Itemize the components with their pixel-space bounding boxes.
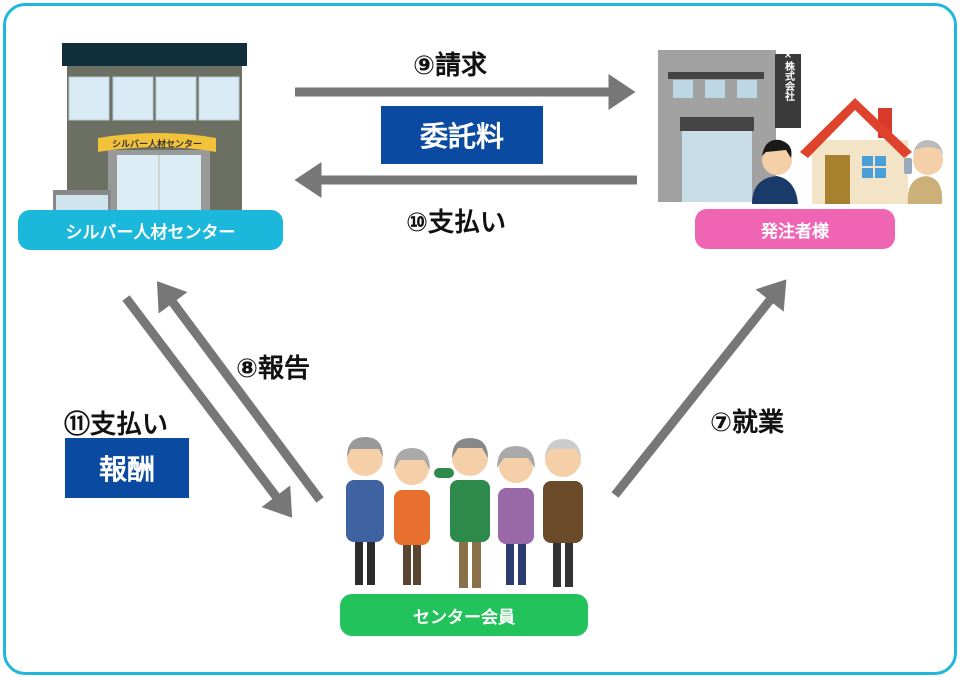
arrow-payment-to-members [122,295,293,518]
member-figure [497,446,535,585]
company-building-icon: ○×株式会社 [658,39,801,202]
members-label: センター会員 [340,594,588,636]
client-label: 発注者様 [695,209,895,249]
center-members-group-icon [346,437,583,588]
diagram-frame [3,3,957,675]
silver-center-label: シルバー人材センター [18,210,283,250]
house-icon [800,98,912,204]
arrow-work [611,279,787,498]
member-figure [543,439,583,587]
invoice-step-label: ⑨請求 [413,51,488,81]
member-figure [346,437,384,585]
member-figure [394,448,430,585]
member-figure [434,438,490,588]
commission-fee-box: 委託料 [381,106,543,164]
building-sign: シルバー人材センター [112,138,202,150]
remuneration-box: 報酬 [65,438,189,498]
arrow-report [156,281,324,503]
businessman-on-phone-icon [752,139,798,204]
payment-step10-label: ⑩支払い [406,208,507,238]
payment-step11-label: ⑪支払い [64,410,169,440]
elderly-man-on-phone-icon [904,140,943,204]
work-step-label: ⑦就業 [710,408,785,438]
silver-center-building-icon: シルバー人材センター [53,43,247,212]
report-step-label: ⑧報告 [236,354,311,384]
company-sign: ○×株式会社 [783,39,796,102]
